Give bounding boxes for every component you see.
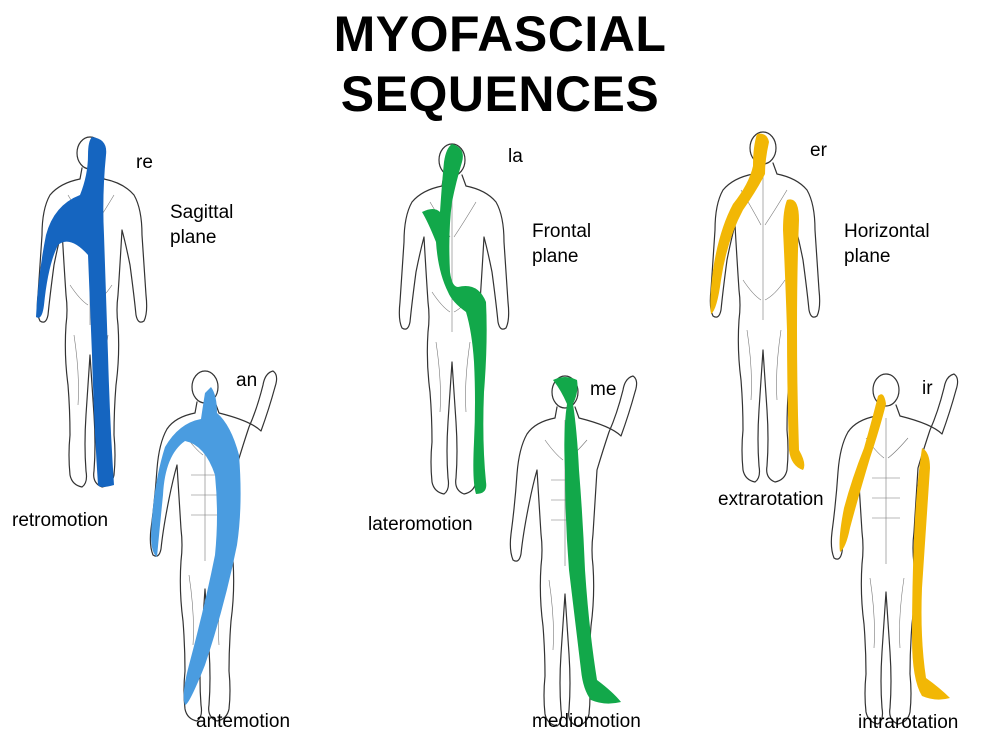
horizontal-plane-line-1: Horizontal — [844, 221, 930, 242]
mediomotion-code-label: me — [590, 379, 617, 400]
intrarotation-code-label: ir — [922, 378, 933, 399]
intrarotation-figure — [826, 368, 966, 725]
lateromotion-sequence-band — [422, 144, 487, 494]
frontal-plane-label: Frontal plane — [532, 219, 591, 269]
extrarotation-caption: extrarotation — [718, 489, 824, 510]
sagittal-plane-line-1: Sagittal — [170, 202, 234, 223]
intrarotation-sequence-band — [839, 394, 950, 700]
mediomotion-caption: mediomotion — [532, 711, 641, 732]
antemotion-code-label: an — [236, 370, 258, 391]
sagittal-plane-line-2: plane — [170, 227, 217, 248]
extrarotation-figure — [703, 130, 833, 483]
retromotion-figure — [30, 135, 160, 495]
frontal-plane-line-1: Frontal — [532, 221, 592, 242]
title-line-2: SEQUENCES — [340, 66, 660, 122]
lateromotion-code-label: la — [508, 146, 523, 167]
retromotion-code-label: re — [136, 152, 153, 173]
antemotion-caption: antemotion — [196, 711, 291, 732]
mediomotion-figure — [505, 370, 645, 727]
antemotion-sequence-band — [151, 387, 241, 705]
antemotion-figure — [145, 365, 285, 725]
horizontal-plane-label: Horizontal plane — [844, 219, 930, 269]
extrarotation-sequence-band — [710, 133, 805, 470]
title-line-1: MYOFASCIAL — [333, 6, 667, 62]
horizontal-plane-line-2: plane — [844, 246, 891, 267]
retromotion-sequence-band — [36, 137, 114, 487]
mediomotion-sequence-band — [553, 377, 621, 704]
lateromotion-figure — [392, 142, 522, 502]
sagittal-plane-label: Sagittal plane — [170, 200, 233, 250]
lateromotion-caption: lateromotion — [368, 514, 473, 535]
frontal-plane-line-2: plane — [532, 246, 579, 267]
page-title: MYOFASCIAL SEQUENCES — [0, 4, 1000, 124]
intrarotation-caption: intrarotation — [858, 712, 959, 733]
retromotion-caption: retromotion — [12, 510, 109, 531]
extrarotation-code-label: er — [810, 140, 827, 161]
